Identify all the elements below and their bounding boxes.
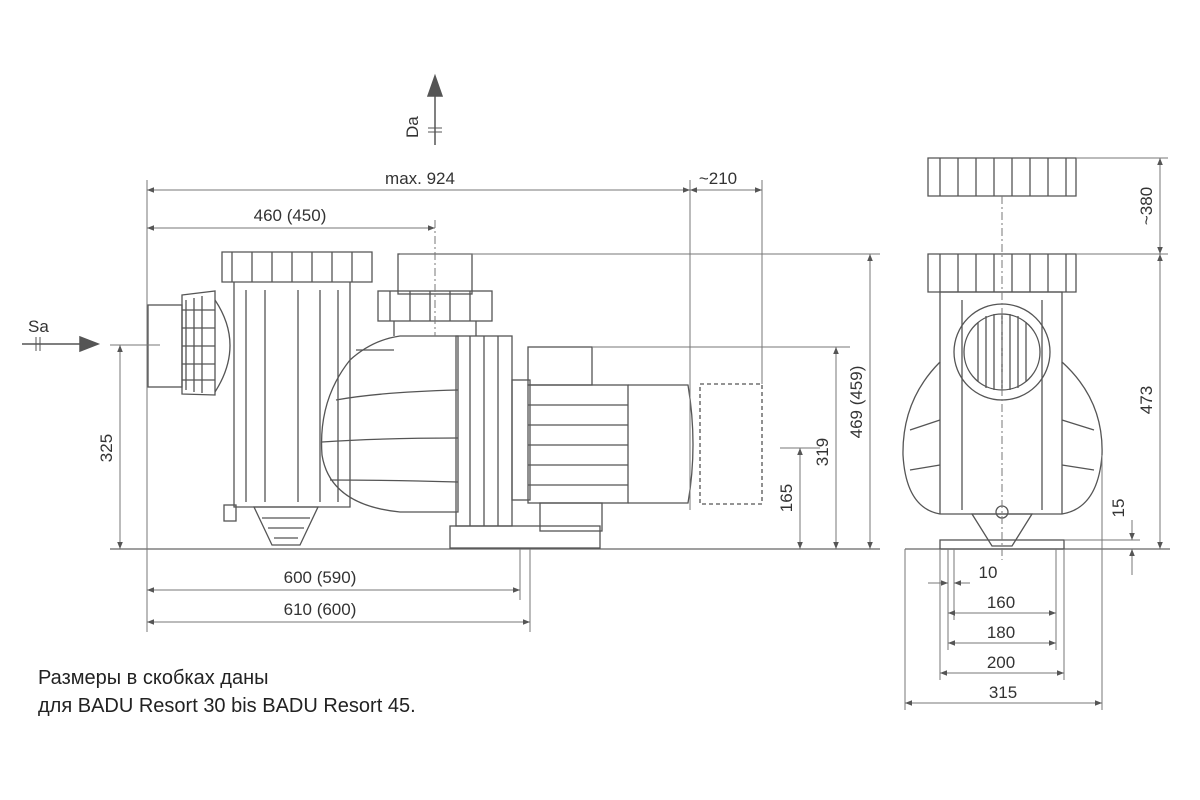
dimension-labels: Sa Da max. 924 ~210 460 (450) 600 (590) …: [28, 116, 1156, 702]
front-height-label: 473: [1137, 386, 1156, 414]
overall-height-label: 469 (459): [847, 366, 866, 439]
lid-mounted: [927, 253, 1077, 293]
discharge-position-label: 460 (450): [254, 206, 327, 225]
motor: [527, 346, 763, 532]
front-housing: [902, 291, 1103, 550]
discharge-arrow: [426, 73, 444, 145]
motor-clearance-label: ~210: [699, 169, 737, 188]
suction-height-label: 325: [97, 434, 116, 462]
motor-top-height-label: 319: [813, 438, 832, 466]
dimension-lines: [110, 157, 1168, 710]
suction-arrow: [22, 335, 101, 353]
discharge-label: Da: [403, 116, 422, 138]
base-height-label: 15: [1109, 499, 1128, 518]
pump-bracket: [449, 335, 601, 549]
bracket-note: Размеры в скобках даны для BADU Resort 3…: [38, 664, 416, 720]
foot-length-b-label: 610 (600): [284, 600, 357, 619]
lid-removed: [927, 157, 1077, 197]
foot-200-label: 200: [987, 653, 1015, 672]
overall-length-label: max. 924: [385, 169, 455, 188]
foot-180-label: 180: [987, 623, 1015, 642]
strainer-housing: [221, 251, 373, 546]
side-view: [110, 251, 880, 550]
pump-volute: [320, 253, 493, 513]
suction-inlet: [147, 290, 231, 396]
foot-length-a-label: 600 (590): [284, 568, 357, 587]
overall-width-label: 315: [989, 683, 1017, 702]
front-view: [902, 157, 1170, 550]
lid-clearance-label: ~380: [1137, 187, 1156, 225]
note-line-1: Размеры в скобках даны: [38, 667, 269, 689]
suction-label: Sa: [28, 317, 49, 336]
note-line-2: для BADU Resort 30 bis BADU Resort 45.: [38, 695, 416, 717]
foot-160-label: 160: [987, 593, 1015, 612]
hole-width-label: 10: [979, 563, 998, 582]
motor-axis-height-label: 165: [777, 484, 796, 512]
